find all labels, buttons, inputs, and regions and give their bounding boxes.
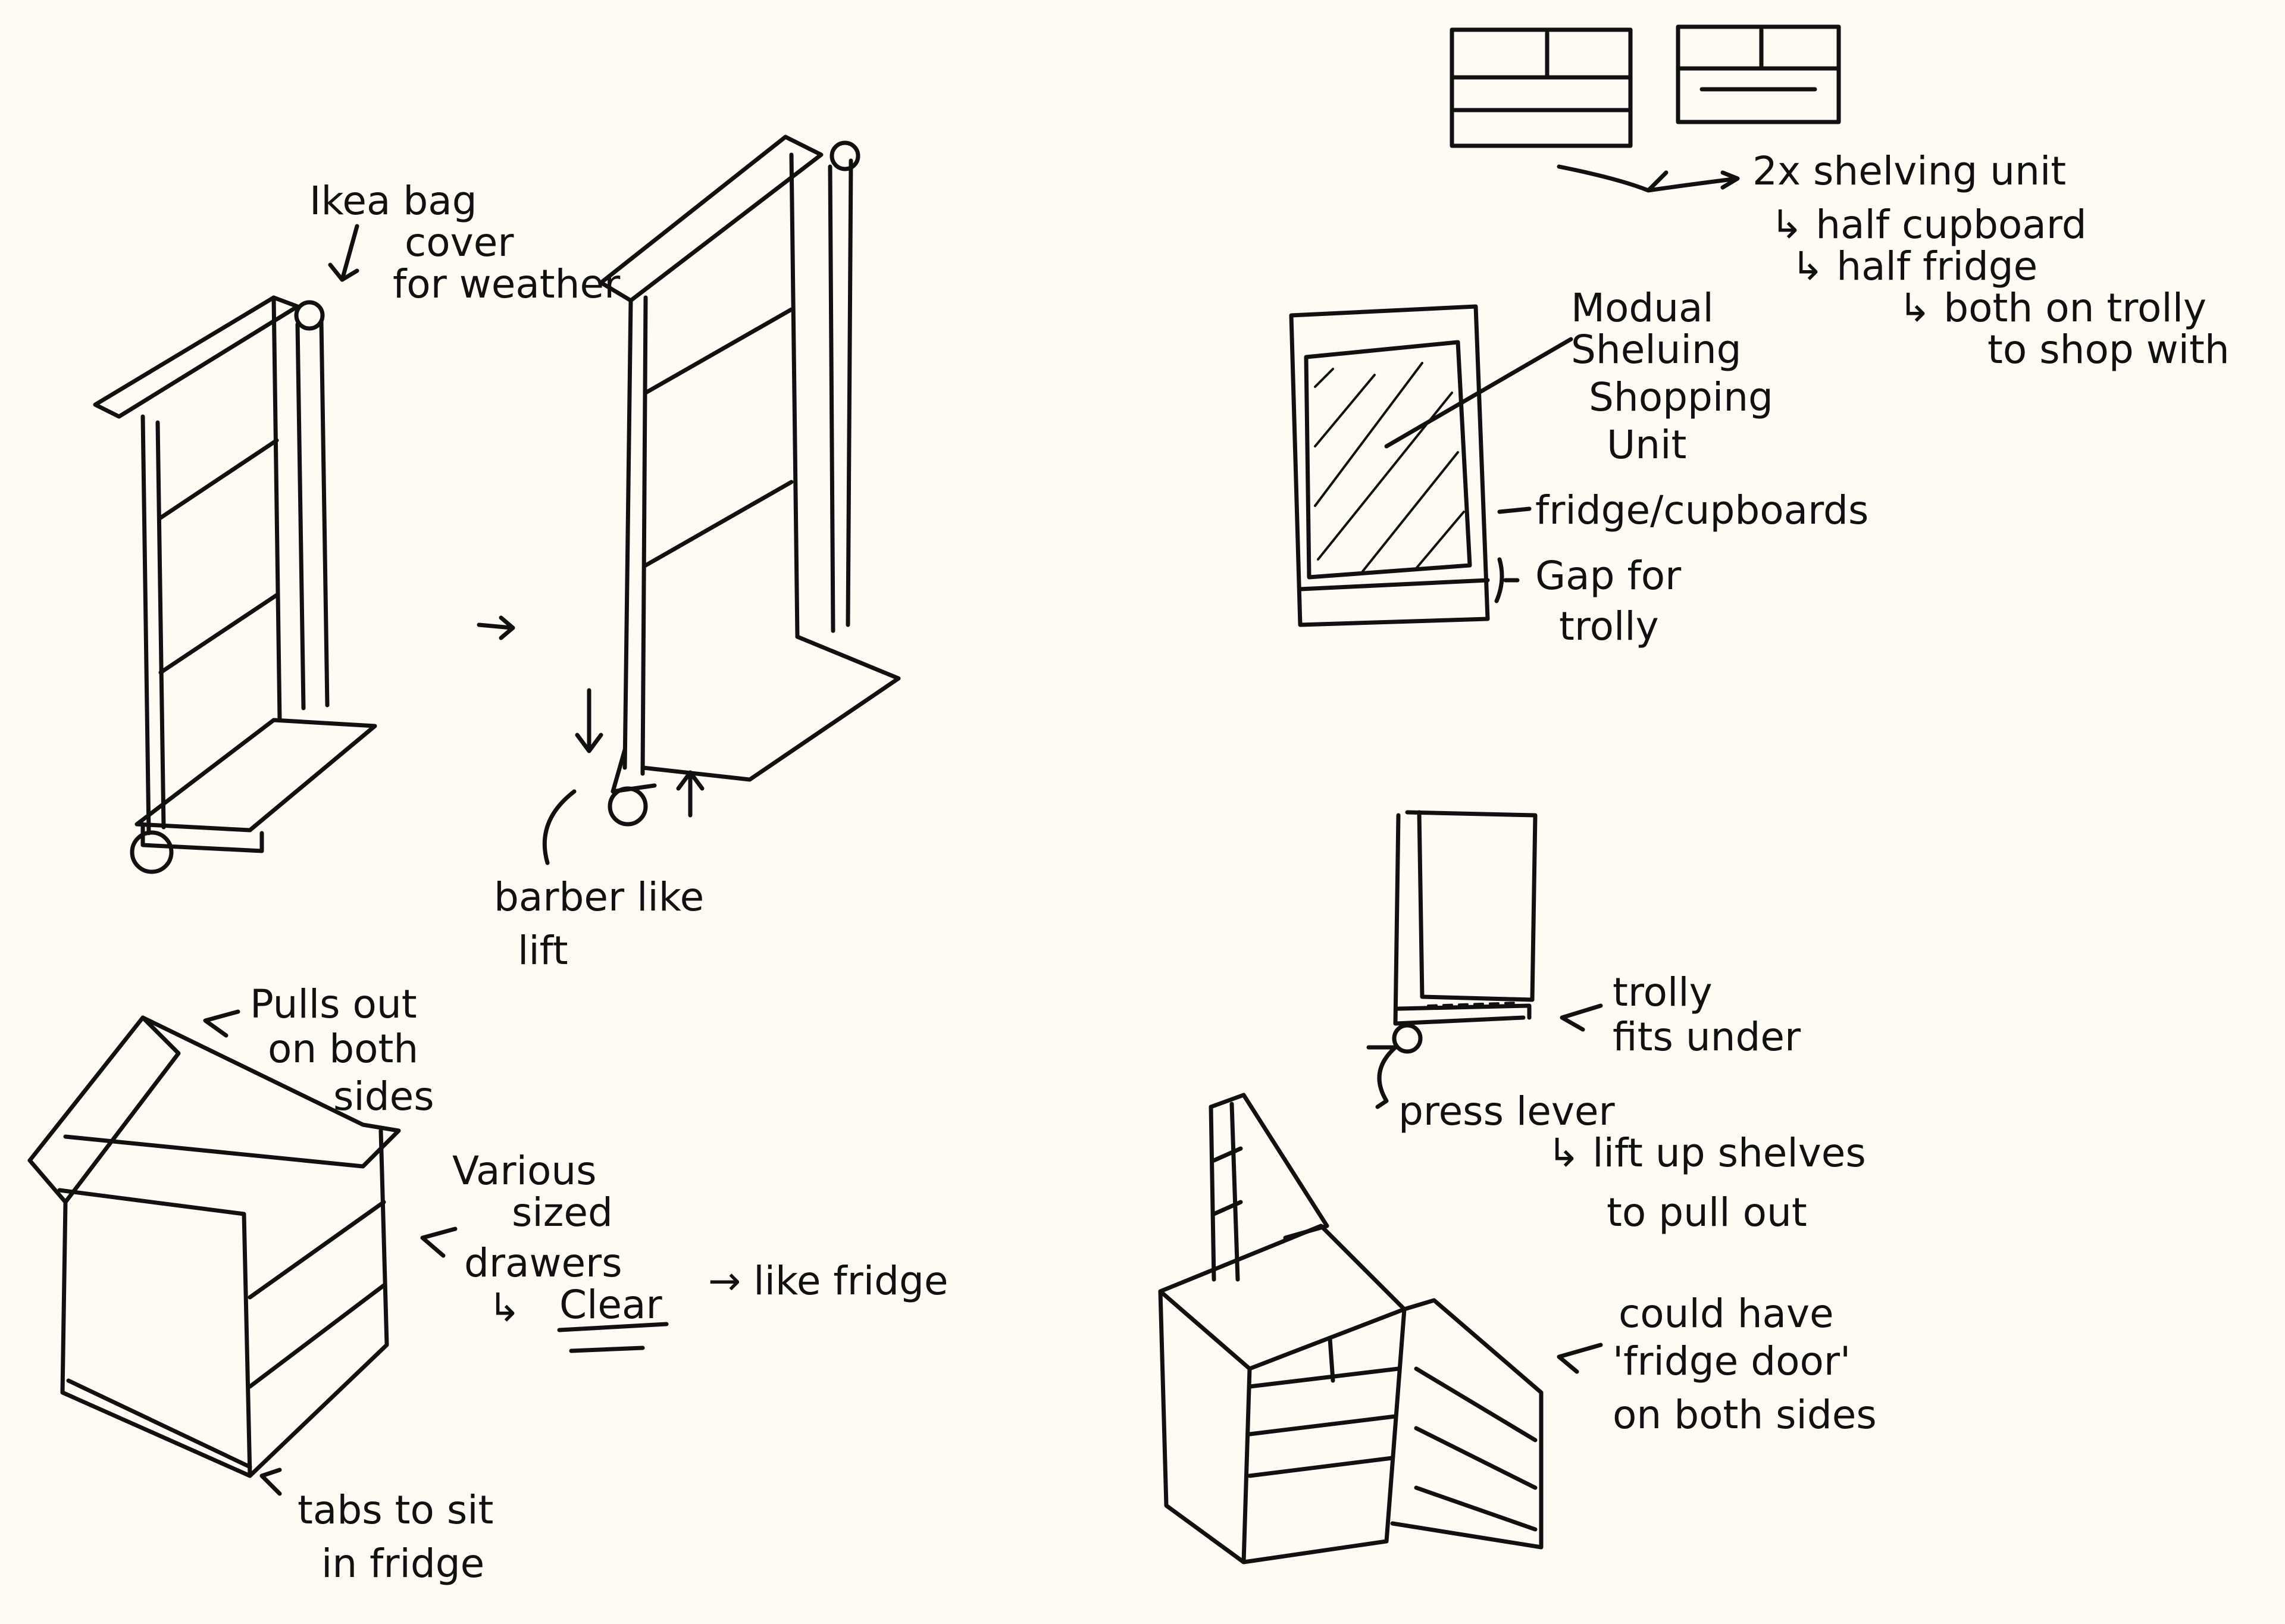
shelving-note-line-3: ↳ half fridge: [1791, 243, 2037, 289]
unit-label-line-4: Unit: [1607, 422, 1686, 468]
trolly-note-line-2: fits under: [1613, 1014, 1801, 1060]
door-note-line-3: on both sides: [1613, 1392, 1877, 1438]
pull-note-line-1: Pulls out: [250, 981, 417, 1027]
weather-cover-line-2: cover: [405, 220, 514, 265]
trolly-notes: trolly fits under press lever ↳ lift up …: [1398, 969, 1866, 1235]
unit-label-line-2: Sheluing: [1571, 327, 1742, 373]
tabs-note-line-2: in fridge: [321, 1541, 484, 1587]
lift-note: barber like lift: [494, 874, 704, 974]
door-note-line-2: 'fridge door': [1613, 1338, 1851, 1384]
unit-label-line-1: Modual: [1571, 285, 1714, 331]
drawer-unit-notes: Pulls out on both sides Various sized dr…: [250, 981, 949, 1587]
lever-note-line-1: press lever: [1398, 1088, 1616, 1134]
lever-note-line-2: ↳ lift up shelves: [1547, 1130, 1866, 1176]
drawers-note-clear: Clear: [559, 1282, 662, 1328]
door-note-line-1: could have: [1619, 1291, 1834, 1337]
pull-note-line-2: on both: [268, 1026, 418, 1072]
shelving-note-line-4: ↳ both on trolly: [1898, 285, 2206, 331]
trolly-sketch: [1366, 810, 1603, 1109]
lift-note-line-1: barber like: [494, 874, 704, 920]
drawers-note-line-1: Various: [452, 1148, 597, 1194]
shelving-sketch-lift: [542, 134, 901, 865]
fridge-note: → like fridge: [708, 1258, 949, 1304]
drawers-note-line-3: drawers: [464, 1240, 622, 1286]
lift-note-line-2: lift: [518, 928, 568, 974]
unit-label-line-3: Shopping: [1589, 374, 1773, 420]
drawer-unit-sketch: [27, 1009, 669, 1496]
weather-cover-note: Ikea bag cover for weather: [309, 178, 621, 307]
twin-shelving-sketch: [1450, 24, 1841, 193]
modular-unit-labels: Modual Sheluing Shopping Unit fridge/cup…: [1535, 285, 1868, 649]
shelving-note-line-5: to shop with: [1987, 327, 2230, 373]
side-label: fridge/cupboards: [1535, 487, 1868, 533]
modular-unit-sketch: [1289, 304, 1573, 627]
gap-label-line-1: Gap for: [1535, 553, 1682, 599]
drawers-note-line-2: sized: [512, 1190, 613, 1235]
tabs-note-line-1: tabs to sit: [298, 1487, 493, 1533]
trolly-note-line-1: trolly: [1613, 969, 1713, 1015]
drawers-note-arrow: ↳: [488, 1285, 521, 1331]
pull-note-line-3: sides: [333, 1074, 434, 1119]
fridge-door-note: could have 'fridge door' on both sides: [1613, 1291, 1877, 1438]
weather-cover-line-3: for weather: [393, 261, 621, 307]
gap-label-line-2: trolly: [1559, 603, 1659, 649]
lever-note-line-3: to pull out: [1607, 1190, 1807, 1235]
shelving-sketch-left: [93, 224, 377, 874]
shelving-note-line-2: ↳ half cupboard: [1770, 202, 2087, 248]
shelving-note-line-1: 2x shelving unit: [1752, 148, 2066, 194]
weather-cover-line-1: Ikea bag: [309, 178, 477, 224]
transition-arrow-icon: [477, 615, 515, 640]
fridge-door-sketch: [1158, 1093, 1603, 1564]
shelving-note: 2x shelving unit ↳ half cupboard ↳ half …: [1752, 148, 2230, 373]
